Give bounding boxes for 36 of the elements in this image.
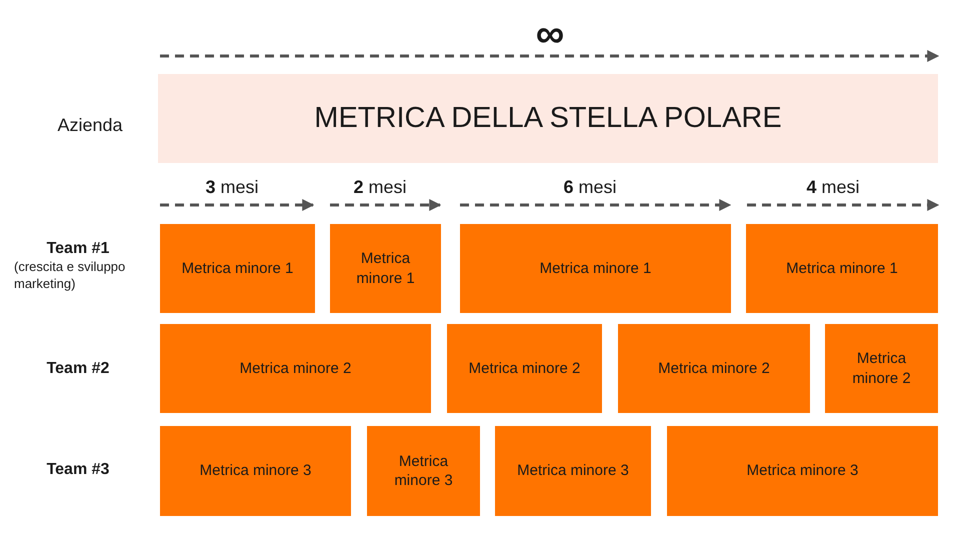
infinity-symbol: ∞ <box>534 14 566 54</box>
metric-text: Metrica minore 2 <box>240 358 352 378</box>
metric-box <box>447 324 602 413</box>
metric-box <box>160 324 431 413</box>
metric-box <box>825 324 938 413</box>
metric-text: Metrica minore 3 <box>393 452 454 490</box>
metric-text: Metrica minore 1 <box>540 258 652 278</box>
metric-box <box>746 224 938 313</box>
row-label: Team #1 <box>46 239 110 259</box>
duration-label: 6 mesi <box>562 176 618 199</box>
team-description: (crescita e sviluppo marketing) <box>14 259 126 293</box>
metric-text: Metrica minore 2 <box>468 358 580 378</box>
metric-box <box>160 224 315 313</box>
metric-box <box>667 426 938 516</box>
duration-label: 2 mesi <box>352 176 408 199</box>
metric-box <box>160 426 351 516</box>
metric-text: Metrica minore 1 <box>182 258 294 278</box>
duration-label: 3 mesi <box>204 176 260 199</box>
duration-label: 4 mesi <box>805 176 861 199</box>
row-label: Team #2 <box>46 359 110 379</box>
goal-text: METRICA DELLA STELLA POLARE <box>314 100 782 136</box>
metric-box <box>618 324 810 413</box>
metric-text: Metrica minore 2 <box>851 349 912 388</box>
metric-text: Metrica minore 1 <box>786 258 898 278</box>
metric-box <box>495 426 651 516</box>
row-label: Azienda <box>56 114 124 137</box>
row-label: Team #3 <box>46 460 110 480</box>
metric-text: Metrica minore 3 <box>517 461 629 481</box>
metric-box <box>330 224 441 313</box>
metric-text: Metrica minore 1 <box>355 249 416 288</box>
metric-text: Metrica minore 3 <box>746 461 858 481</box>
metric-box <box>367 426 480 516</box>
metric-box <box>460 224 731 313</box>
goal-band <box>158 74 938 163</box>
metric-text: Metrica minore 2 <box>658 358 770 378</box>
metric-text: Metrica minore 3 <box>200 461 312 481</box>
